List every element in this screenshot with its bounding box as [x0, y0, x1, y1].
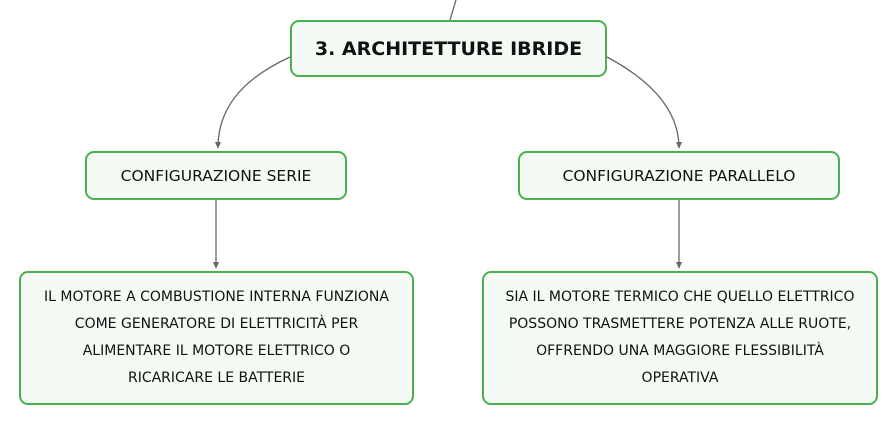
- root-node[interactable]: 3. ARCHITETTURE IBRIDE: [290, 20, 607, 77]
- desc-parallelo-node[interactable]: SIA IL MOTORE TERMICO CHE QUELLO ELETTRI…: [482, 271, 878, 405]
- desc-serie-text: IL MOTORE A COMBUSTIONE INTERNA FUNZIONA…: [44, 289, 389, 386]
- config-parallelo-label: CONFIGURAZIONE PARALLELO: [562, 166, 796, 185]
- root-node-label: 3. ARCHITETTURE IBRIDE: [314, 37, 583, 60]
- desc-serie-node[interactable]: IL MOTORE A COMBUSTIONE INTERNA FUNZIONA…: [19, 271, 414, 405]
- connector-parent-to-root: [449, 0, 457, 21]
- config-serie-label: CONFIGURAZIONE SERIE: [120, 166, 312, 185]
- config-parallelo-node[interactable]: CONFIGURAZIONE PARALLELO: [518, 151, 840, 200]
- config-serie-node[interactable]: CONFIGURAZIONE SERIE: [85, 151, 347, 200]
- connector-root-to-serie: [214, 56, 291, 149]
- connector-root-to-parallelo: [606, 56, 683, 149]
- desc-parallelo-text: SIA IL MOTORE TERMICO CHE QUELLO ELETTRI…: [505, 289, 855, 386]
